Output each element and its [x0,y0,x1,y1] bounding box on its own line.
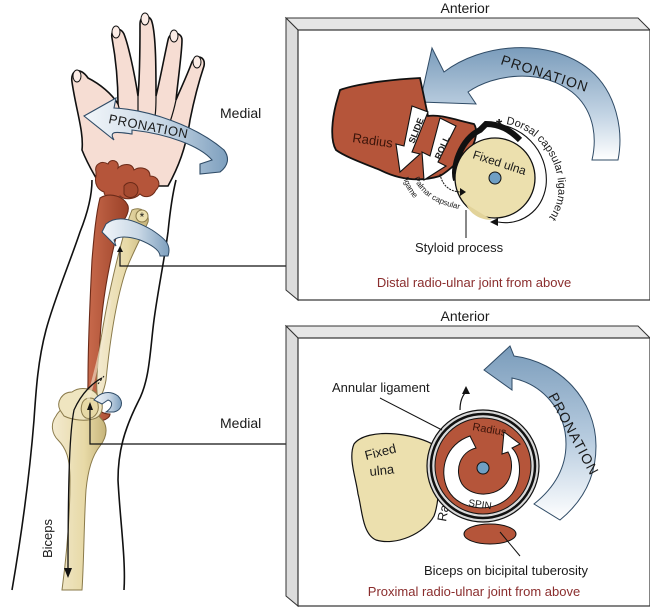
fingernails [72,12,202,83]
arm-illustration: * Biceps PRONATION Medial Medial [11,12,286,591]
biceps-label: Biceps [40,518,55,558]
pronation-arrow-wrist [101,218,170,257]
styloid-process-label: Styloid process [415,240,504,255]
biceps-tuberosity-label: Biceps on bicipital tuberosity [424,563,589,578]
distal-rotation-axis [488,171,502,185]
proximal-radius-label: Radius [471,421,507,439]
proximal-fixed-label-2: ulna [369,461,396,479]
leader-line-distal [119,250,286,267]
pronation-arrow-elbow [93,392,122,413]
proximal-rotation-axis [476,461,490,475]
proximal-panel: Anterior PRONATION Fixed ulna Radial not… [284,308,650,608]
proximal-anterior-label: Anterior [440,308,489,324]
distal-caption: Distal radio-ulnar joint from above [377,275,571,290]
palmar-capsular-ligament [439,173,463,193]
humerus-bone [51,397,107,591]
ulna-head-asterisk: * [140,210,145,224]
distal-anterior-label: Anterior [440,0,489,16]
medial-label-upper: Medial [220,105,261,121]
spin-arrow [443,431,521,509]
annular-ligament-label: Annular ligament [332,380,430,395]
distal-radius-label: Radius [352,130,395,151]
proximal-fixed-ulna [351,432,440,543]
proximal-fixed-label-1: Fixed [363,441,397,463]
spin-label: SPIN [468,498,493,512]
proximal-caption: Proximal radio-ulnar joint from above [368,584,580,599]
forearm-outline-right [117,179,177,591]
biceps-line [67,377,103,575]
medial-label-lower: Medial [220,415,261,431]
dorsal-asterisk: * [496,117,503,134]
dorsal-capsular-ligament [487,123,547,224]
leader-line-proximal [89,404,286,445]
forearm-outline-left [11,179,93,591]
